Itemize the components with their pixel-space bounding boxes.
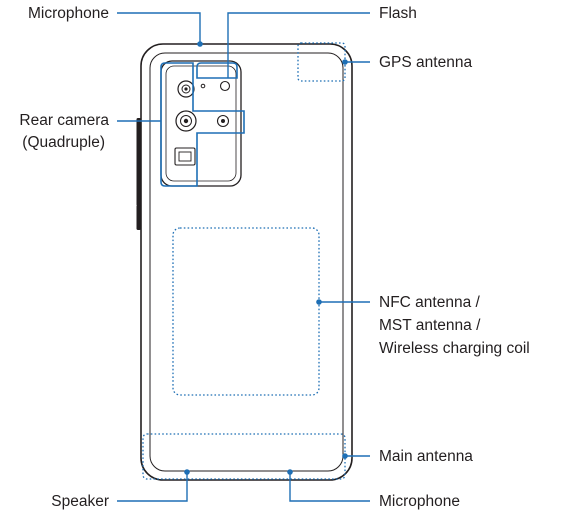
camera-lens-1	[177, 80, 195, 98]
nfc-antenna-zone	[172, 227, 320, 396]
camera-lens-2	[175, 110, 197, 132]
label-nfc-line2: MST antenna /	[379, 317, 481, 334]
label-main-antenna: Main antenna	[379, 448, 473, 465]
label-microphone-bottom: Microphone	[379, 493, 460, 510]
label-gps-antenna: GPS antenna	[379, 54, 472, 71]
label-flash: Flash	[379, 5, 417, 22]
flash-icon	[219, 80, 231, 92]
side-key-lower	[136, 205, 141, 230]
leader-lines	[117, 12, 370, 502]
mic-flash-highlight	[196, 62, 238, 79]
camera-lens-3	[216, 114, 230, 128]
main-antenna-zone	[142, 433, 346, 480]
camera-module	[160, 60, 242, 187]
label-rear-camera-line2: (Quadruple)	[22, 134, 105, 151]
label-microphone-top: Microphone	[28, 5, 109, 22]
label-nfc-line1: NFC antenna /	[379, 294, 480, 311]
label-rear-camera-line1: Rear camera	[19, 112, 109, 129]
side-key-upper	[136, 118, 141, 206]
camera-lens-periscope	[174, 147, 196, 166]
label-nfc-line3: Wireless charging coil	[379, 340, 530, 357]
microphone-hole-top	[200, 83, 206, 89]
rear-camera-highlight	[160, 62, 245, 187]
label-speaker: Speaker	[51, 493, 109, 510]
phone-body	[136, 43, 353, 481]
gps-antenna-zone	[297, 42, 346, 82]
